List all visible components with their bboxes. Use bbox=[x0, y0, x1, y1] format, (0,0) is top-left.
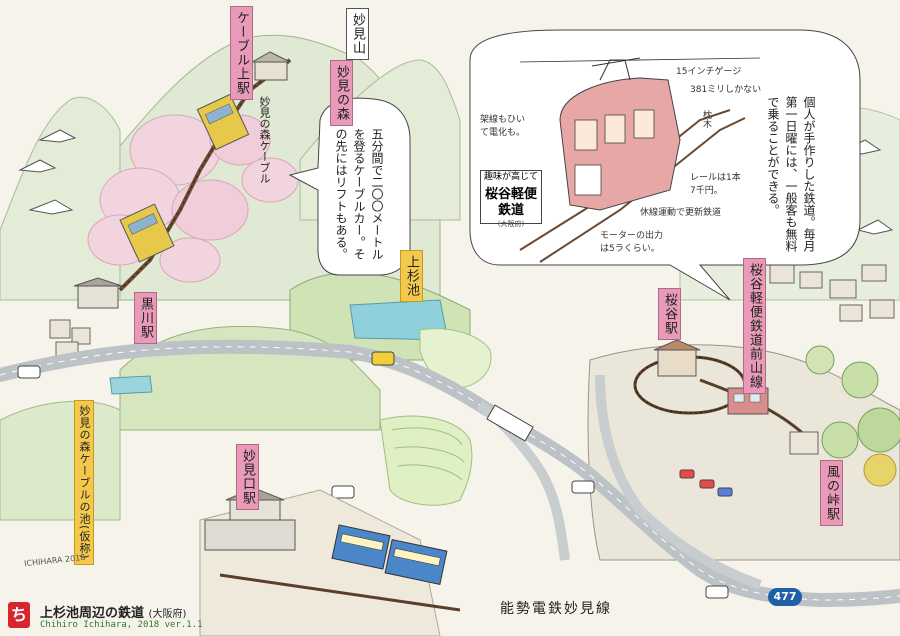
inset-motor-note: モーターの出力は5ラくらい。 bbox=[600, 231, 664, 254]
kurokawa-station-label: 黒川駅 bbox=[134, 292, 157, 344]
route-477-shield: 477 bbox=[768, 588, 802, 606]
parked-car bbox=[717, 487, 733, 497]
myoken-line-name: 能勢電鉄妙見線 bbox=[500, 601, 612, 617]
inset-railcar bbox=[519, 57, 761, 263]
logo-icon: ち bbox=[8, 602, 30, 628]
parked-car bbox=[699, 479, 715, 489]
cable-pond-label: 妙見の森ケーブルの池(仮称) bbox=[74, 400, 94, 565]
terraced-fields bbox=[379, 328, 492, 506]
small-pond bbox=[109, 375, 153, 395]
myoken-line-train bbox=[331, 524, 448, 586]
sakuradani-station-building bbox=[657, 349, 697, 377]
sign-region: (大阪府) bbox=[497, 220, 525, 228]
inset-gauge-note: 15インチゲージ bbox=[676, 67, 742, 77]
car bbox=[705, 585, 729, 599]
car bbox=[371, 351, 395, 366]
map-title-text: 上杉池周辺の鉄道 bbox=[40, 606, 145, 621]
car bbox=[331, 485, 355, 499]
railway-note-text: 個人が手作りした鉄道。毎月第一日曜には、一般客も無料で乗ることができる。 bbox=[766, 96, 816, 252]
birds bbox=[18, 129, 894, 235]
kurokawa-station-roof bbox=[73, 277, 123, 287]
inset-rail-note: レールは1本7千円。 bbox=[690, 173, 741, 196]
sakuradani-station-label: 桜谷駅 bbox=[658, 288, 681, 340]
sign-title: 桜谷軽便鉄道 bbox=[484, 187, 537, 218]
side-road-right bbox=[595, 374, 762, 590]
myoken-forest-cable-label: 妙見の森ケーブル bbox=[258, 96, 271, 184]
right-forest bbox=[805, 345, 900, 487]
myoken-mountain-label: 妙見山 bbox=[346, 8, 369, 60]
town-right bbox=[769, 264, 895, 322]
credit-line: Chihiro Ichihara, 2018 ver.1.1 bbox=[40, 620, 203, 630]
cherry-blossom-slope bbox=[87, 114, 299, 283]
forest-hill-left bbox=[0, 400, 121, 521]
cable-car-lower bbox=[119, 203, 175, 263]
sakuradani-station-roof bbox=[653, 339, 701, 351]
sign-subtitle: 趣味が高じて bbox=[483, 172, 538, 182]
sakuradani-line-label: 桜谷軽便鉄道前山線 bbox=[743, 258, 766, 394]
inset-height-note: 381ミリしかない bbox=[690, 85, 762, 95]
inset-rest-note: 休線運動で更新鉄道 bbox=[640, 208, 722, 218]
myokenguchi-station-label: 妙見口駅 bbox=[236, 444, 259, 510]
kurokawa-station-building bbox=[77, 285, 119, 309]
cable-upper-station-building bbox=[254, 61, 288, 81]
inset-overhead-note: 架線もひいて電化も。 bbox=[480, 115, 526, 138]
sakuradani-sign: 趣味が高じて 桜谷軽便鉄道 (大阪府) bbox=[480, 170, 542, 228]
map-region: (大阪府) bbox=[148, 609, 187, 620]
myoken-line-track bbox=[219, 573, 461, 612]
kazenotouge-station-label: 風の峠駅 bbox=[820, 460, 843, 526]
truck bbox=[486, 404, 534, 442]
sakuradani-small-train-window bbox=[749, 393, 761, 403]
map-title: 上杉池周辺の鉄道 (大阪府) bbox=[40, 602, 186, 621]
myoken-forest-label: 妙見の森 bbox=[330, 60, 353, 126]
kazenotouge-shed bbox=[789, 431, 819, 455]
car bbox=[17, 365, 41, 379]
sakuradani-small-train-window bbox=[733, 393, 745, 403]
uesugi-pond-label: 上杉池 bbox=[400, 250, 423, 302]
myokenguchi-station-platform bbox=[204, 519, 296, 551]
car bbox=[571, 480, 595, 494]
parked-car bbox=[679, 469, 695, 479]
cable-upper-station-label: ケーブル上駅 bbox=[230, 6, 253, 100]
cable-car-upper bbox=[196, 93, 250, 151]
cable-note-text: 五分間で二〇〇メートルを登るケーブルカー。その先にはリフトもある。 bbox=[334, 128, 384, 260]
inset-sleeper-note: 枕木 bbox=[701, 110, 711, 128]
cable-upper-station-roof bbox=[250, 51, 291, 63]
